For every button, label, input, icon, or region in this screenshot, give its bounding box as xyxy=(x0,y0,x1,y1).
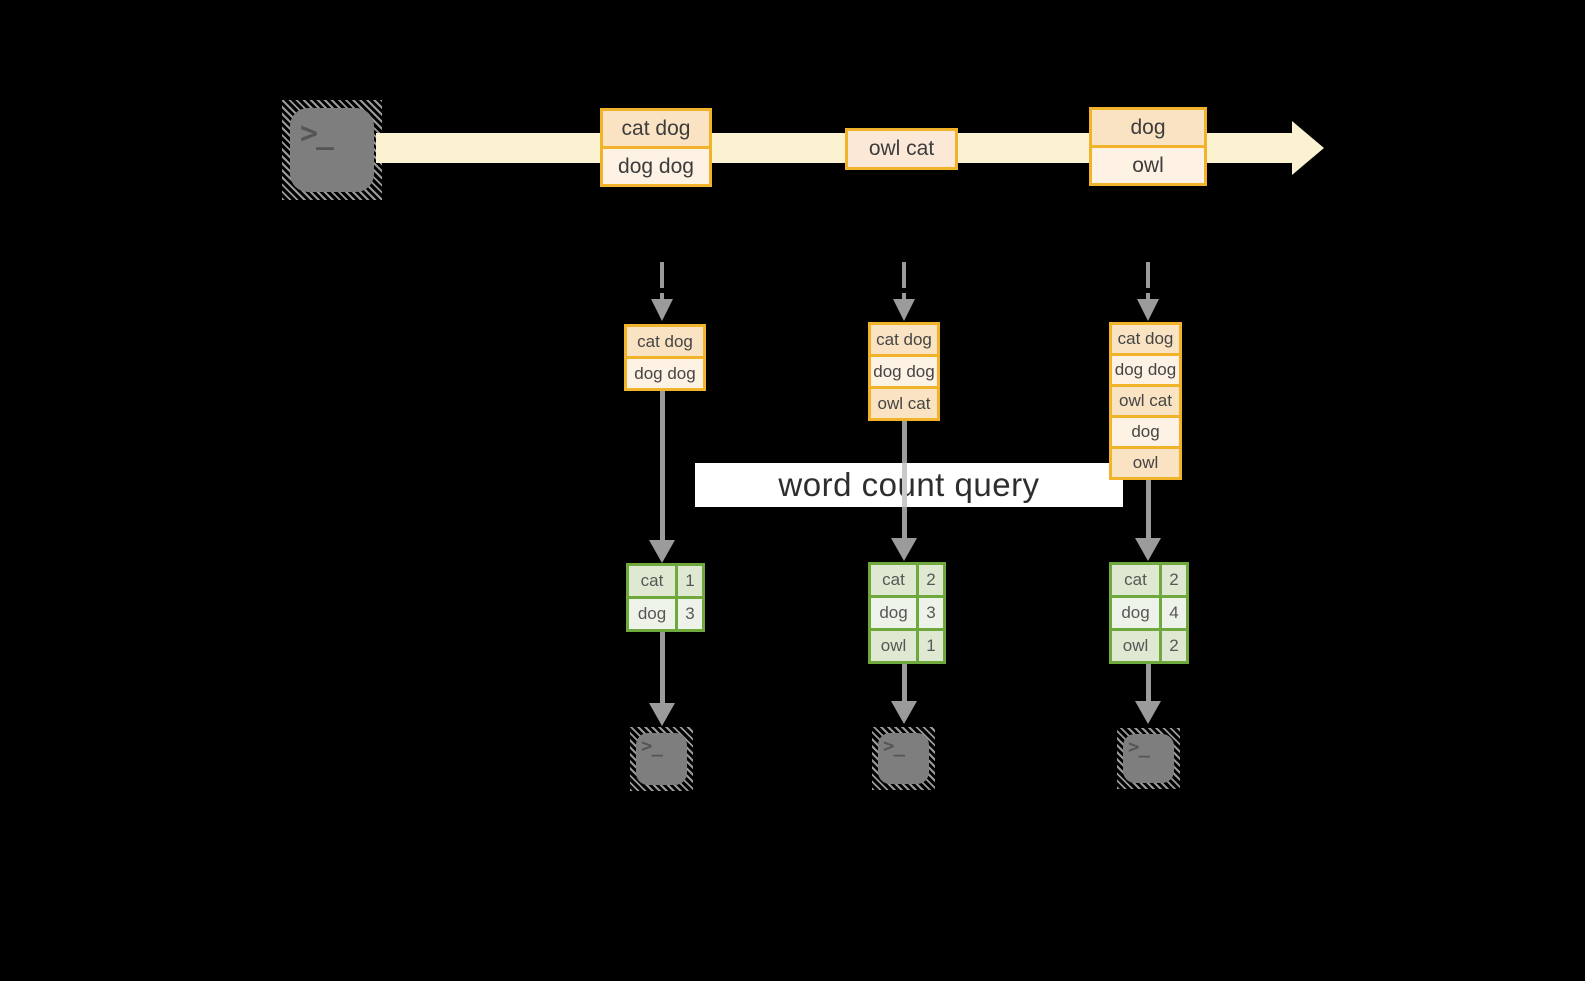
dashed-arrow-segment xyxy=(902,293,906,301)
stream-batch-1: cat dog dog dog xyxy=(600,108,712,187)
down-arrowhead-icon xyxy=(1137,299,1159,321)
down-arrowhead-icon xyxy=(1135,701,1161,724)
connector-line xyxy=(902,664,907,702)
input-row: cat dog xyxy=(627,327,703,356)
terminal-screen xyxy=(878,733,929,784)
stream-record: owl cat xyxy=(848,131,955,167)
terminal-prompt-icon: >_ xyxy=(300,116,334,151)
input-row: dog xyxy=(1112,418,1179,446)
count-word: cat xyxy=(1112,565,1159,595)
terminal-prompt-icon: >_ xyxy=(641,735,663,757)
input-row: dog dog xyxy=(871,357,937,386)
count-value: 2 xyxy=(1162,631,1186,661)
terminal-prompt-icon: >_ xyxy=(883,735,905,757)
count-value: 3 xyxy=(678,599,702,629)
down-arrowhead-icon xyxy=(891,538,917,561)
down-arrowhead-icon xyxy=(1135,538,1161,561)
input-row: dog dog xyxy=(627,359,703,388)
connector-line xyxy=(902,421,907,463)
stream-record: owl xyxy=(1092,148,1204,183)
connector-line xyxy=(1146,664,1151,702)
count-value: 1 xyxy=(678,566,702,596)
down-arrowhead-icon xyxy=(649,703,675,726)
input-stack-1: cat dog dog dog xyxy=(624,324,706,391)
count-value: 1 xyxy=(919,631,943,661)
count-value: 2 xyxy=(1162,565,1186,595)
count-word: dog xyxy=(629,599,675,629)
down-arrowhead-icon xyxy=(649,540,675,563)
stream-batch-2: owl cat xyxy=(845,128,958,170)
connector-line xyxy=(902,507,907,540)
connector-line xyxy=(902,463,907,507)
connector-line xyxy=(660,391,665,541)
input-stack-2: cat dog dog dog owl cat xyxy=(868,322,940,421)
terminal-prompt-icon: >_ xyxy=(1128,736,1150,758)
count-word: cat xyxy=(871,565,916,595)
count-word: owl xyxy=(871,631,916,661)
count-table-2: cat 2 dog 3 owl 1 xyxy=(868,562,946,664)
count-table-1: cat 1 dog 3 xyxy=(626,563,705,632)
stream-record: dog dog xyxy=(603,149,709,184)
input-row: owl cat xyxy=(871,389,937,418)
input-row: owl cat xyxy=(1112,387,1179,415)
dashed-arrow-segment xyxy=(660,262,664,288)
source-terminal-icon: >_ xyxy=(282,100,382,200)
stream-record: dog xyxy=(1092,110,1204,145)
dashed-arrow-segment xyxy=(1146,293,1150,301)
count-value: 2 xyxy=(919,565,943,595)
down-arrowhead-icon xyxy=(891,701,917,724)
sink-terminal-icon: >_ xyxy=(1117,728,1180,789)
input-row: owl xyxy=(1112,449,1179,477)
terminal-screen xyxy=(1123,734,1174,783)
down-arrowhead-icon xyxy=(893,299,915,321)
query-banner: word count query xyxy=(695,463,1123,507)
count-word: cat xyxy=(629,566,675,596)
dashed-arrow-segment xyxy=(902,262,906,288)
count-word: dog xyxy=(1112,598,1159,628)
sink-terminal-icon: >_ xyxy=(872,727,935,790)
input-row: cat dog xyxy=(1112,325,1179,353)
input-stack-3: cat dog dog dog owl cat dog owl xyxy=(1109,322,1182,480)
stream-record: cat dog xyxy=(603,111,709,146)
count-word: owl xyxy=(1112,631,1159,661)
terminal-screen xyxy=(290,108,374,192)
count-table-3: cat 2 dog 4 owl 2 xyxy=(1109,562,1189,664)
stream-arrowhead-icon xyxy=(1292,121,1324,175)
count-value: 3 xyxy=(919,598,943,628)
input-row: dog dog xyxy=(1112,356,1179,384)
sink-terminal-icon: >_ xyxy=(630,727,693,791)
connector-line xyxy=(660,632,665,704)
terminal-screen xyxy=(636,733,687,785)
dashed-arrow-segment xyxy=(1146,262,1150,288)
count-word: dog xyxy=(871,598,916,628)
stream-batch-3: dog owl xyxy=(1089,107,1207,186)
input-row: cat dog xyxy=(871,325,937,354)
down-arrowhead-icon xyxy=(651,299,673,321)
count-value: 4 xyxy=(1162,598,1186,628)
connector-line xyxy=(1146,480,1151,540)
dashed-arrow-segment xyxy=(660,293,664,301)
